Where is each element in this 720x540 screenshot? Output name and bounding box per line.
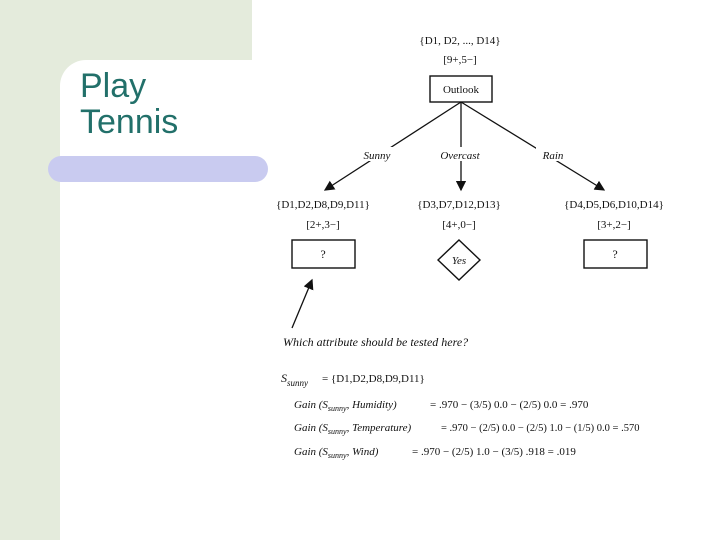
left-example-set: {D1,D2,D8,D9,D11} [276,199,370,211]
gain-wind-expr: = .970 − (2/5) 1.0 − (3/5) .918 = .019 [412,446,576,458]
gain-humidity-expr: = .970 − (3/5) 0.0 − (2/5) 0.0 = .970 [430,399,589,411]
slide-title-line1: Play [80,67,147,105]
gain-wind-prefix: Gain (S [294,446,328,458]
branch-label-rain: Rain [542,150,564,162]
branch-label-bg-rain [536,147,570,161]
right-node-label: ? [612,247,617,261]
question-text: Which attribute should be tested here? [283,335,468,349]
branch-label-overcast: Overcast [440,150,480,162]
gain-temperature-attr: , Temperature) [347,422,412,434]
gain-temperature-sub: sunny [328,427,347,436]
gain-wind-label: Gain (Ssunny, Wind) [294,446,379,460]
branch-label-sunny: Sunny [364,150,391,162]
s-sunny-value: = {D1,D2,D8,D9,D11} [322,373,425,385]
branch-label-bg-sunny [356,147,398,161]
gain-wind-attr: , Wind) [347,446,379,458]
gain-temperature-label: Gain (Ssunny, Temperature) [294,422,412,436]
root-node-box [429,75,493,103]
mid-example-set: {D3,D7,D12,D13} [417,199,501,211]
slide-title: Play Tennis [80,68,280,140]
s-subscript: sunny [287,378,308,388]
s-symbol: S [281,371,287,385]
right-counts: [3+,2−] [597,219,630,231]
branch-line-sunny [323,101,462,191]
right-node-box [583,239,648,269]
mid-node-label: Yes [452,255,466,267]
branch-line-rain [460,101,606,191]
gain-humidity-prefix: Gain (S [294,399,328,411]
root-node-label: Outlook [443,84,480,96]
left-node-label: ? [320,247,325,261]
left-node-box [291,239,356,269]
gain-temperature-expr: = .970 − (2/5) 0.0 − (2/5) 1.0 − (1/5) 0… [441,423,639,434]
mid-counts: [4+,0−] [442,219,475,231]
mid-node-diamond [436,239,482,281]
gain-temperature-prefix: Gain (S [294,422,328,434]
slide-title-line2: Tennis [80,103,179,141]
root-example-set: {D1, D2, ..., D14} [419,35,500,47]
gain-humidity-sub: sunny [328,404,347,413]
right-example-set: {D4,D5,D6,D10,D14} [564,199,664,211]
s-sunny-symbol: Ssunny [281,371,308,388]
content-panel [60,60,720,540]
branch-label-bg-overcast [432,147,490,161]
gain-wind-sub: sunny [328,451,347,460]
accent-bar [48,156,268,182]
gain-humidity-attr: , Humidity) [347,399,397,411]
left-counts: [2+,3−] [306,219,339,231]
question-arrow [291,278,314,329]
root-counts: [9+,5−] [443,54,476,66]
gain-humidity-label: Gain (Ssunny, Humidity) [294,399,397,413]
